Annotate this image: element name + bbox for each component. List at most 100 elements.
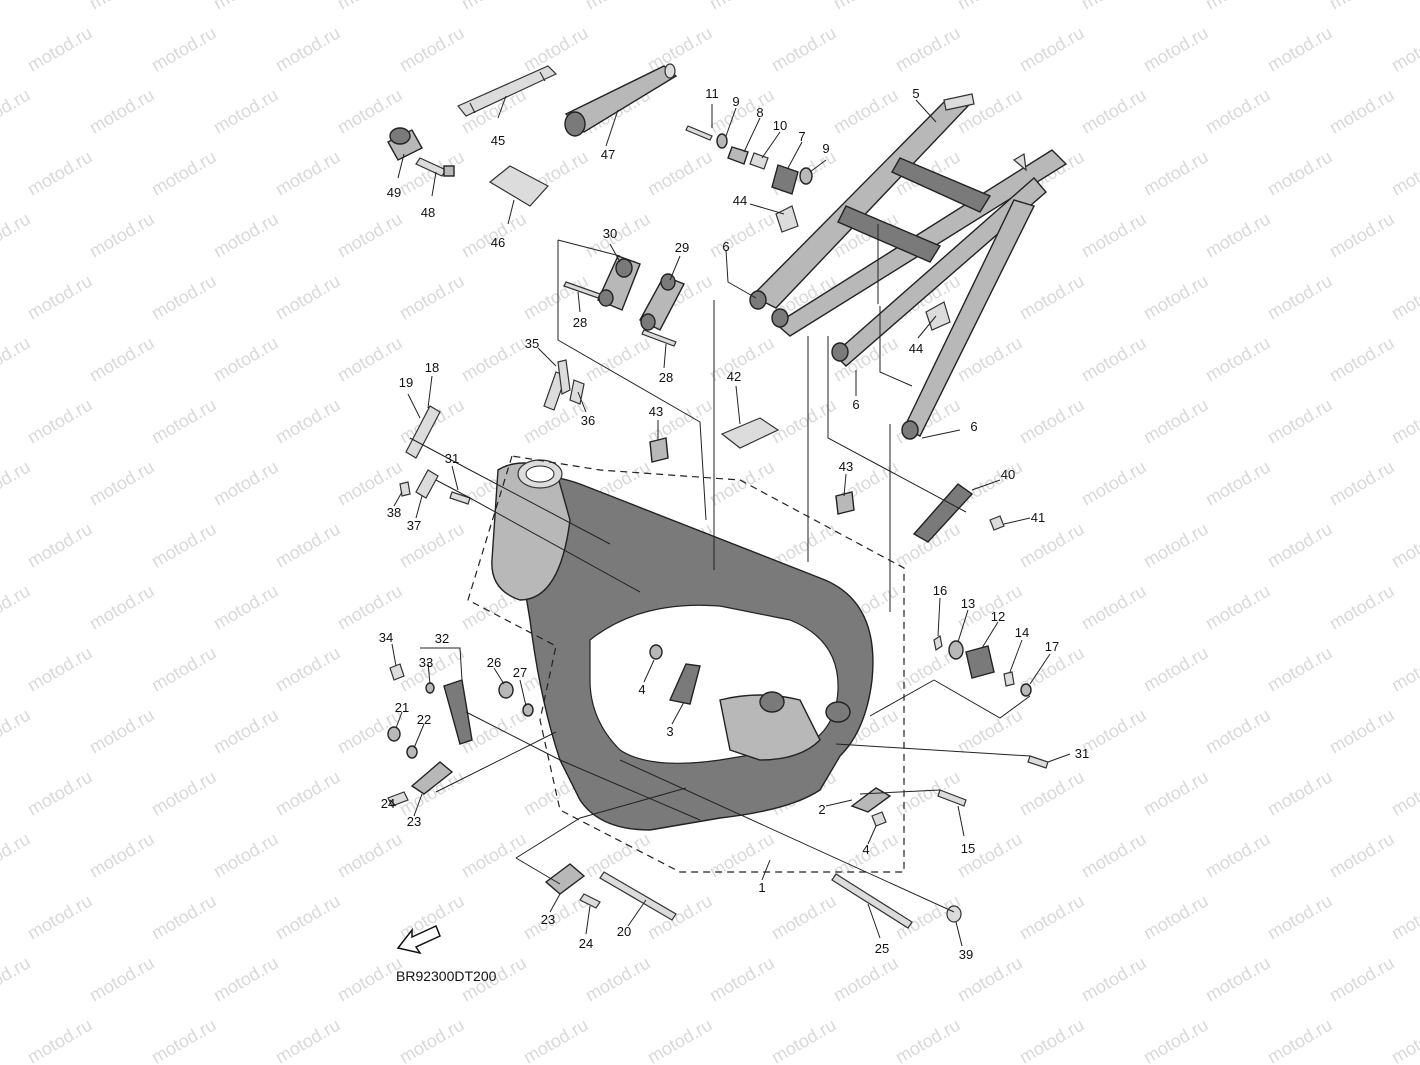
part-45-bar	[457, 65, 558, 117]
watermark-text: motod.ru	[1202, 209, 1274, 262]
callout-42: 42	[727, 369, 741, 384]
watermark-text: motod.ru	[1140, 395, 1212, 448]
watermark-text: motod.ru	[1388, 643, 1420, 696]
part-1-main-frame	[491, 459, 874, 831]
callout-4b: 4	[862, 842, 869, 857]
watermark-text: motod.ru	[148, 147, 220, 200]
watermark-text: motod.ru	[954, 0, 1026, 13]
watermark-text: motod.ru	[0, 829, 34, 882]
watermark-text: motod.ru	[582, 333, 654, 386]
watermark-text: motod.ru	[1388, 1015, 1420, 1065]
watermark-text: motod.ru	[210, 705, 282, 758]
hardware-right	[933, 635, 1049, 769]
part-30-link	[597, 255, 641, 311]
watermark-text: motod.ru	[86, 953, 158, 1006]
watermark-text: motod.ru	[396, 23, 468, 76]
watermark-text: motod.ru	[1078, 0, 1150, 13]
callout-16: 16	[933, 583, 947, 598]
watermark-text: motod.ru	[1016, 395, 1088, 448]
watermark-text: motod.ru	[86, 581, 158, 634]
watermark-text: motod.ru	[24, 271, 96, 324]
watermark-text: motod.ru	[1264, 519, 1336, 572]
callout-48: 48	[421, 205, 435, 220]
callout-9b: 9	[822, 141, 829, 156]
watermark-text: motod.ru	[0, 581, 34, 634]
watermark-text: motod.ru	[1078, 953, 1150, 1006]
callout-30: 30	[603, 226, 617, 241]
watermark-text: motod.ru	[334, 581, 406, 634]
watermark-text: motod.ru	[272, 23, 344, 76]
watermark-text: motod.ru	[210, 581, 282, 634]
watermark-text: motod.ru	[768, 395, 840, 448]
watermark-text: motod.ru	[1078, 457, 1150, 510]
watermark-text: motod.ru	[706, 829, 778, 882]
leader-lines	[389, 95, 1071, 947]
watermark-text: motod.ru	[148, 395, 220, 448]
watermark-text: motod.ru	[1264, 1015, 1336, 1065]
watermark-text: motod.ru	[1202, 953, 1274, 1006]
callout-26: 26	[487, 655, 501, 670]
part-44-bracket	[775, 205, 951, 331]
callout-8: 8	[756, 105, 763, 120]
watermark-text: motod.ru	[1140, 23, 1212, 76]
watermark-text: motod.ru	[1202, 0, 1274, 13]
watermark-text: motod.ru	[1326, 581, 1398, 634]
watermark-text: motod.ru	[1140, 891, 1212, 944]
watermark-text: motod.ru	[24, 147, 96, 200]
watermark-text: motod.ru	[396, 1015, 468, 1065]
callout-45: 45	[491, 133, 505, 148]
callout-23b: 23	[541, 912, 555, 927]
callout-24a: 24	[381, 796, 395, 811]
watermark-text: motod.ru	[1264, 147, 1336, 200]
callout-14: 14	[1015, 625, 1029, 640]
watermark-text: motod.ru	[272, 643, 344, 696]
watermark-text: motod.ru	[1140, 643, 1212, 696]
watermark-text: motod.ru	[1140, 147, 1212, 200]
watermark-text: motod.ru	[1016, 519, 1088, 572]
callout-17: 17	[1045, 639, 1059, 654]
watermark-text: motod.ru	[706, 0, 778, 13]
watermark-text: motod.ru	[1078, 581, 1150, 634]
watermark-text: motod.ru	[1388, 767, 1420, 820]
callout-43a: 43	[649, 404, 663, 419]
callout-39: 39	[959, 947, 973, 962]
callout-31a: 31	[445, 451, 459, 466]
callout-3: 3	[666, 724, 673, 739]
watermark-text: motod.ru	[1078, 333, 1150, 386]
callout-44a: 44	[733, 193, 747, 208]
callout-6c: 6	[970, 419, 977, 434]
callout-28b: 28	[659, 370, 673, 385]
watermark-text: motod.ru	[272, 519, 344, 572]
watermark-text: motod.ru	[210, 333, 282, 386]
watermark-text: motod.ru	[272, 395, 344, 448]
watermark-text: motod.ru	[86, 0, 158, 13]
watermark-text: motod.ru	[396, 271, 468, 324]
watermark-text: motod.ru	[892, 767, 964, 820]
watermark-text: motod.ru	[768, 1015, 840, 1065]
watermark-text: motod.ru	[458, 333, 530, 386]
watermark-text: motod.ru	[272, 1015, 344, 1065]
callout-6b: 6	[852, 397, 859, 412]
watermark-text: motod.ru	[1140, 1015, 1212, 1065]
watermark-text: motod.ru	[24, 1015, 96, 1065]
watermark-text: motod.ru	[644, 1015, 716, 1065]
watermark-text: motod.ru	[1264, 271, 1336, 324]
watermark-text: motod.ru	[334, 953, 406, 1006]
part-29-link	[639, 273, 685, 331]
watermark-text: motod.ru	[1078, 829, 1150, 882]
callout-24b: 24	[579, 936, 593, 951]
watermark-text: motod.ru	[1140, 767, 1212, 820]
watermark-text: motod.ru	[1388, 271, 1420, 324]
watermark-text: motod.ru	[0, 85, 34, 138]
watermark-text: motod.ru	[1326, 0, 1398, 13]
watermark-text: motod.ru	[1264, 891, 1336, 944]
watermark-text: motod.ru	[706, 333, 778, 386]
watermark-text: motod.ru	[148, 767, 220, 820]
watermark-text: motod.ru	[582, 953, 654, 1006]
part-48-bolt	[415, 157, 455, 177]
watermark-text: motod.ru	[1016, 1015, 1088, 1065]
watermark-text: motod.ru	[86, 333, 158, 386]
part-37-bracket	[399, 469, 471, 505]
watermark-text: motod.ru	[24, 23, 96, 76]
callout-35: 35	[525, 336, 539, 351]
